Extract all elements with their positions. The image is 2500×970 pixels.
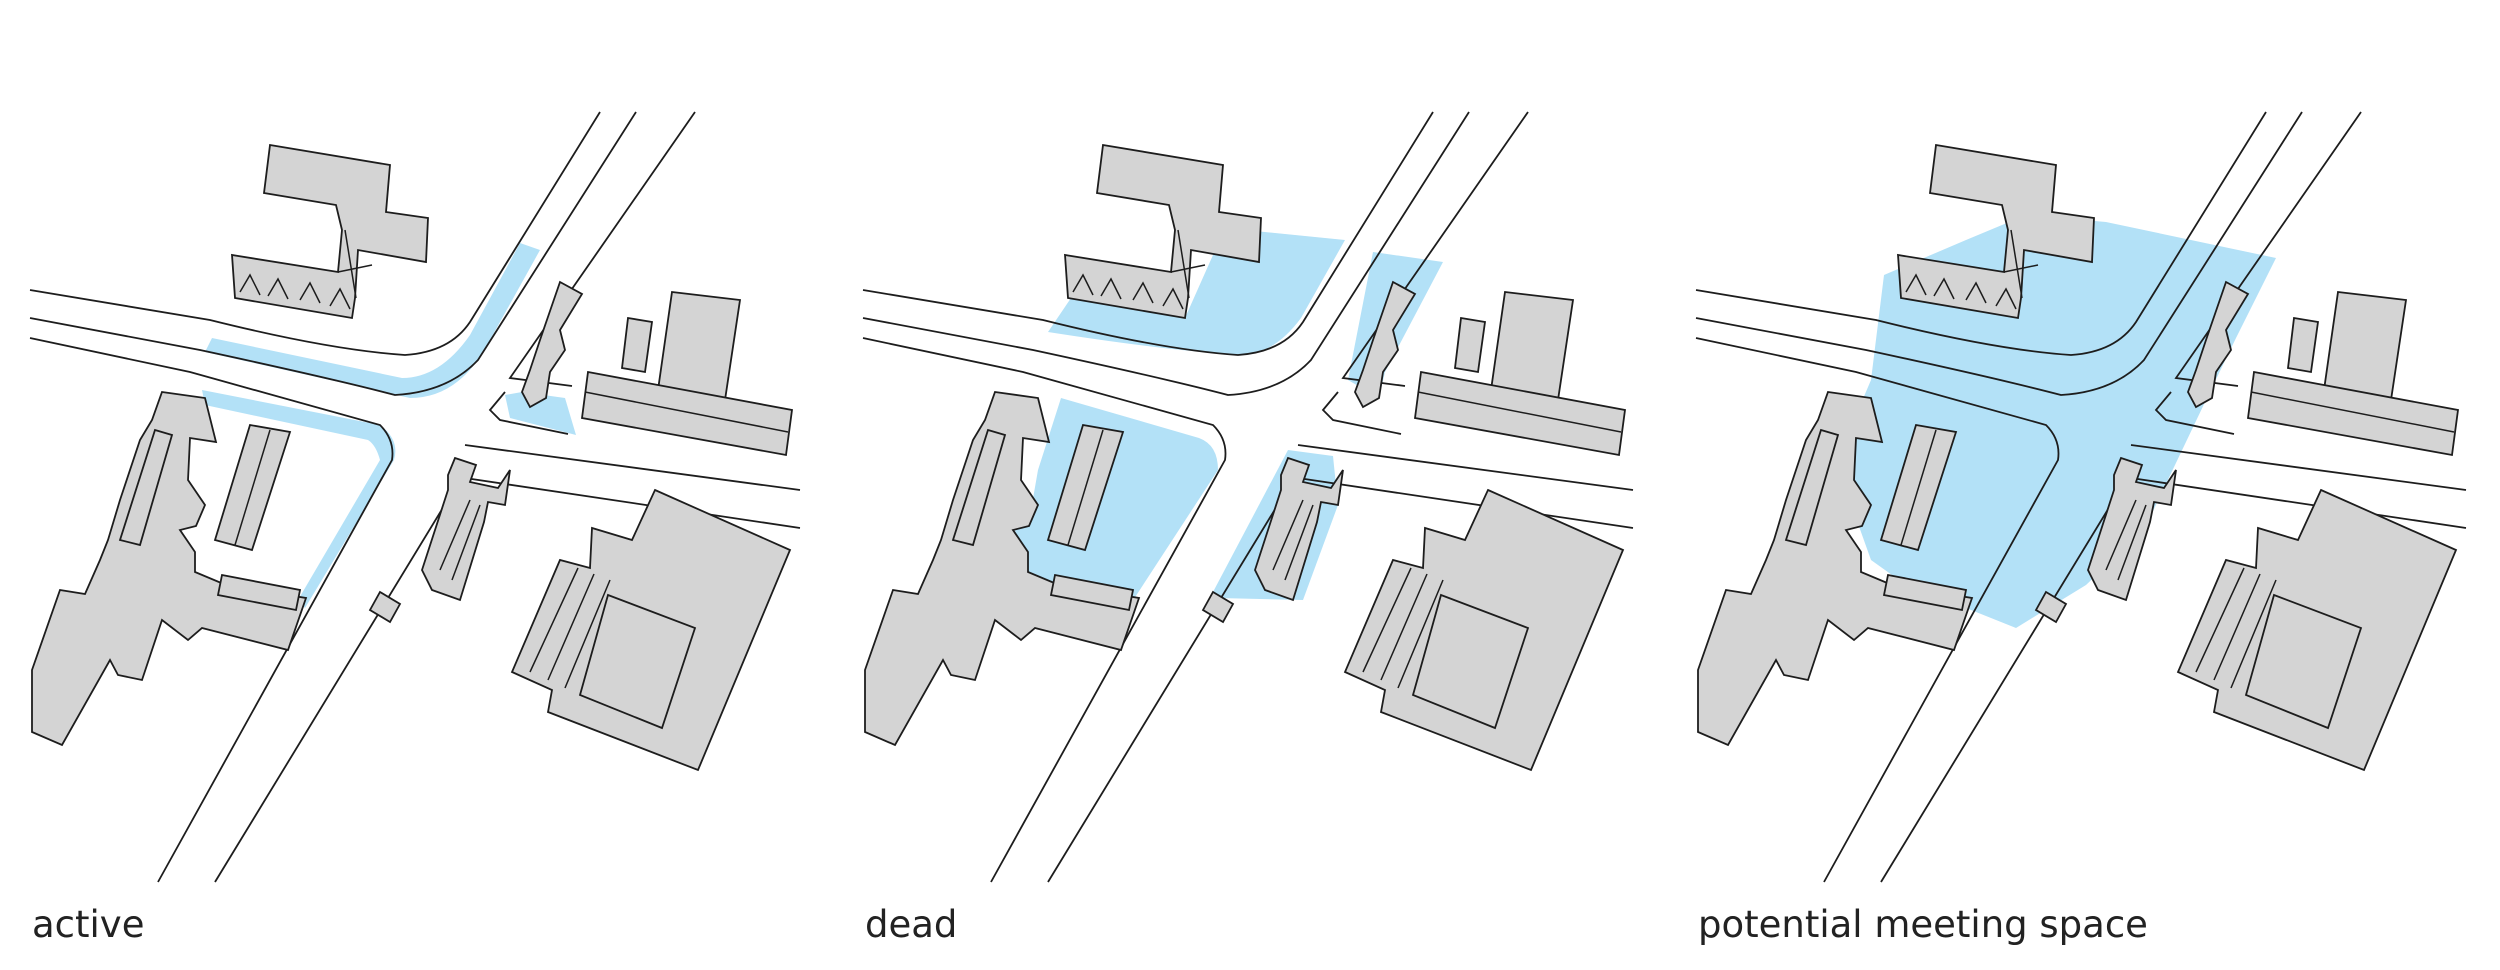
highlight-zones [202, 243, 576, 608]
caption-potential: potential meeting space [1698, 903, 2148, 946]
map-active [29, 111, 801, 883]
map-dead [862, 111, 1634, 883]
panel-active: active [0, 0, 830, 970]
caption-dead: dead [865, 903, 958, 946]
caption-active: active [32, 903, 145, 946]
map-potential [1695, 111, 2467, 883]
panel-dead: dead [833, 0, 1663, 970]
panel-potential: potential meeting space [1666, 0, 2496, 970]
